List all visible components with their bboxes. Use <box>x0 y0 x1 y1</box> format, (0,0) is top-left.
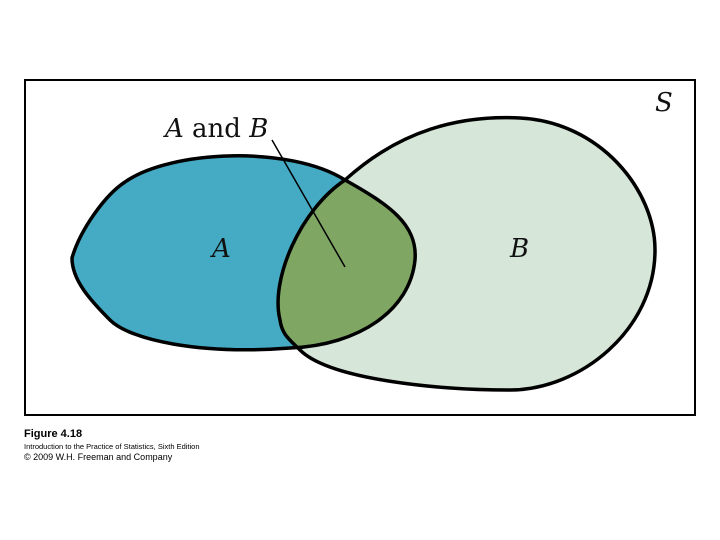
intersection-label-a: A <box>165 114 184 144</box>
intersection-label: A and B <box>165 114 268 144</box>
set-b-label: B <box>510 234 530 264</box>
intersection-label-b: B <box>249 114 269 144</box>
intersection-pointer-line <box>271 139 346 268</box>
sample-space-label: S <box>655 88 673 118</box>
intersection-label-and: and <box>192 114 241 144</box>
set-a-outline <box>70 154 417 352</box>
book-title: Introduction to the Practice of Statisti… <box>24 442 200 451</box>
set-b-outline <box>276 115 657 392</box>
figure-number: Figure 4.18 <box>24 428 83 440</box>
copyright: © 2009 W.H. Freeman and Company <box>24 452 173 462</box>
set-a-label: A <box>212 234 231 264</box>
